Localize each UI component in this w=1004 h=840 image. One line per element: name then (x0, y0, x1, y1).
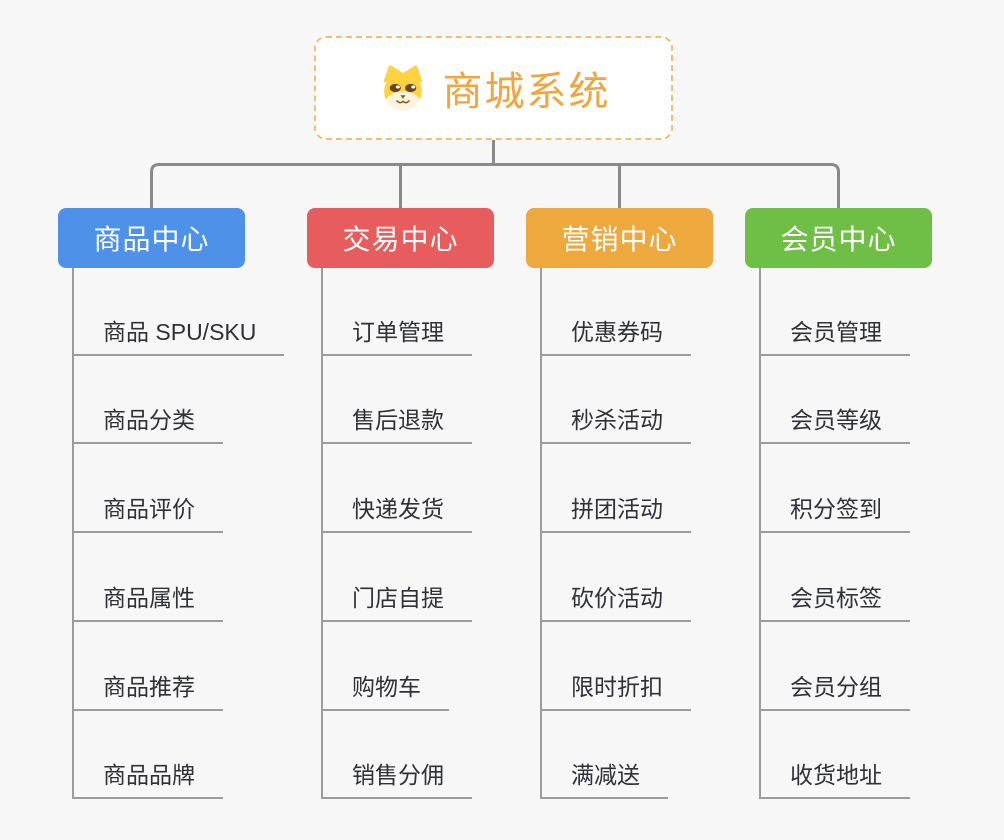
dog-face-icon (377, 64, 429, 112)
root-node[interactable]: 商城系统 (314, 36, 673, 140)
topic-item[interactable]: 满减送 (541, 759, 668, 799)
branch-label: 交易中心 (342, 224, 459, 255)
topic-item[interactable]: 收货地址 (760, 759, 910, 799)
topic-item[interactable]: 售后退款 (322, 404, 472, 444)
topic-item[interactable]: 秒杀活动 (541, 404, 691, 444)
topic-item[interactable]: 砍价活动 (541, 582, 691, 622)
topic-item[interactable]: 快递发货 (322, 493, 472, 533)
topic-item[interactable]: 购物车 (322, 671, 449, 711)
topic-item[interactable]: 优惠券码 (541, 316, 691, 356)
topic-item[interactable]: 门店自提 (322, 582, 472, 622)
topic-item[interactable]: 商品 SPU/SKU (73, 316, 285, 356)
topic-item[interactable]: 商品推荐 (73, 671, 223, 711)
topic-item[interactable]: 会员管理 (760, 316, 910, 356)
topic-item[interactable]: 销售分佣 (322, 759, 472, 799)
branch-marketing-center[interactable]: 营销中心 (526, 208, 713, 268)
root-title: 商城系统 (442, 70, 611, 114)
branch-label: 营销中心 (561, 224, 678, 255)
topic-item[interactable]: 商品属性 (73, 582, 223, 622)
topic-item[interactable]: 订单管理 (322, 316, 472, 356)
topic-item[interactable]: 商品分类 (73, 404, 223, 444)
topic-item[interactable]: 限时折扣 (541, 671, 691, 711)
topic-item[interactable]: 商品品牌 (73, 759, 223, 799)
branch-label: 会员中心 (780, 224, 897, 255)
topic-item[interactable]: 积分签到 (760, 493, 910, 533)
branch-member-center[interactable]: 会员中心 (745, 208, 932, 268)
topic-item[interactable]: 会员等级 (760, 404, 910, 444)
topic-item[interactable]: 拼团活动 (541, 493, 691, 533)
branch-trade-center[interactable]: 交易中心 (307, 208, 494, 268)
topic-item[interactable]: 会员分组 (760, 671, 910, 711)
branch-label: 商品中心 (93, 224, 210, 255)
topic-item[interactable]: 会员标签 (760, 582, 910, 622)
topic-item[interactable]: 商品评价 (73, 493, 223, 533)
branch-product-center[interactable]: 商品中心 (58, 208, 245, 268)
